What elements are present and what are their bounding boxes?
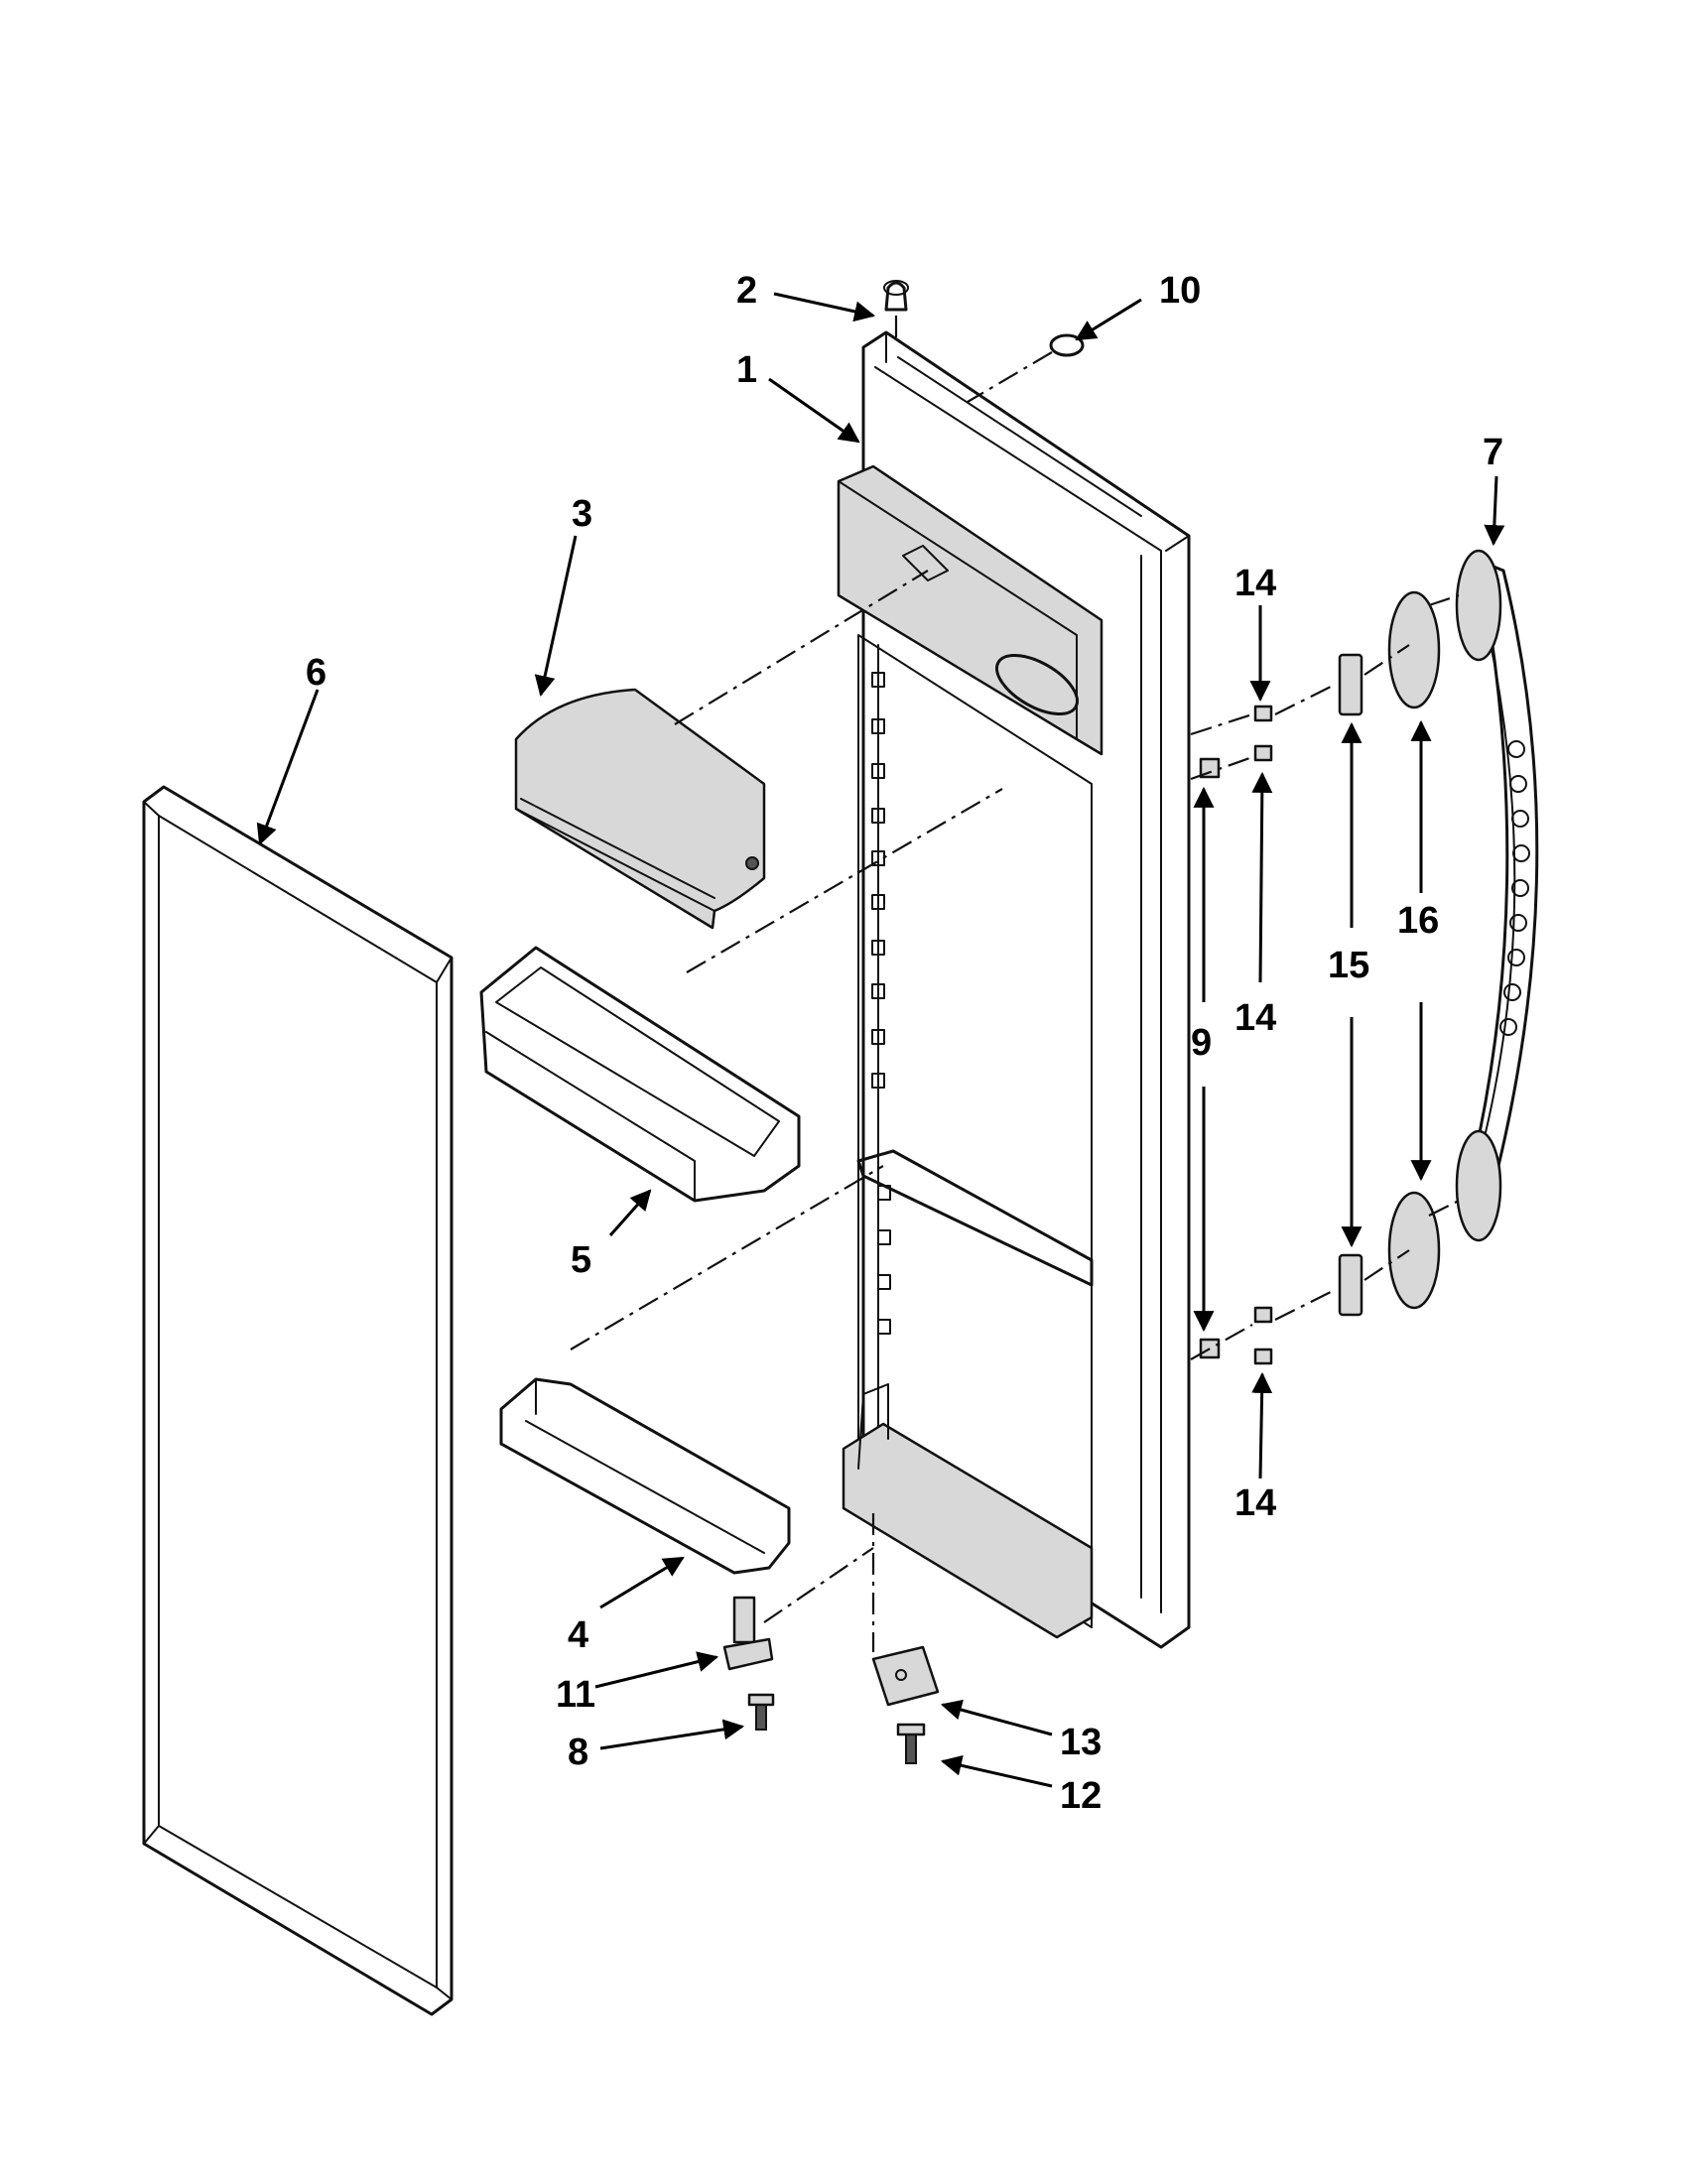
callout-11: 11 bbox=[556, 1674, 595, 1716]
callout-13: 13 bbox=[1060, 1722, 1102, 1763]
callout-1: 1 bbox=[736, 349, 757, 391]
callout-6: 6 bbox=[306, 652, 326, 694]
callout-14-top: 14 bbox=[1234, 563, 1276, 604]
bottom-door-bin bbox=[499, 1377, 791, 1575]
callout-10: 10 bbox=[1159, 270, 1201, 312]
bin-support-pegs bbox=[871, 672, 891, 1335]
callout-14-bottom: 14 bbox=[1234, 1482, 1276, 1524]
dairy-door-cover bbox=[514, 688, 766, 930]
callout-arrows bbox=[256, 292, 1505, 1788]
callout-16: 16 bbox=[1397, 900, 1439, 942]
hinge-screw bbox=[747, 1693, 775, 1731]
door-handle bbox=[1455, 549, 1539, 1242]
handle-end-caps bbox=[1387, 590, 1441, 1310]
callout-4: 4 bbox=[568, 1614, 588, 1656]
callout-5: 5 bbox=[571, 1239, 591, 1281]
door-liner-assembly bbox=[837, 330, 1191, 1649]
callout-2: 2 bbox=[736, 270, 757, 312]
hinge-bracket bbox=[871, 1645, 940, 1707]
door-gasket bbox=[142, 785, 454, 2016]
door-plug bbox=[883, 280, 909, 312]
callout-labels: 2 10 1 7 3 6 14 16 15 9 14 5 14 4 11 8 1… bbox=[306, 270, 1503, 1817]
callout-14-middle: 14 bbox=[1234, 997, 1276, 1039]
callout-8: 8 bbox=[568, 1732, 588, 1773]
callout-15: 15 bbox=[1328, 945, 1369, 986]
handle-mounting-brackets bbox=[1338, 653, 1363, 1317]
callout-12: 12 bbox=[1060, 1775, 1102, 1817]
door-bin bbox=[479, 946, 801, 1203]
handle-screws bbox=[1253, 705, 1273, 1365]
hinge-pin bbox=[722, 1596, 774, 1671]
callout-9: 9 bbox=[1191, 1022, 1212, 1064]
o-ring bbox=[1049, 333, 1085, 357]
callout-7: 7 bbox=[1483, 432, 1503, 473]
assembly-leader-lines bbox=[570, 316, 1460, 1652]
callout-3: 3 bbox=[572, 493, 592, 535]
bracket-screw bbox=[896, 1723, 926, 1764]
